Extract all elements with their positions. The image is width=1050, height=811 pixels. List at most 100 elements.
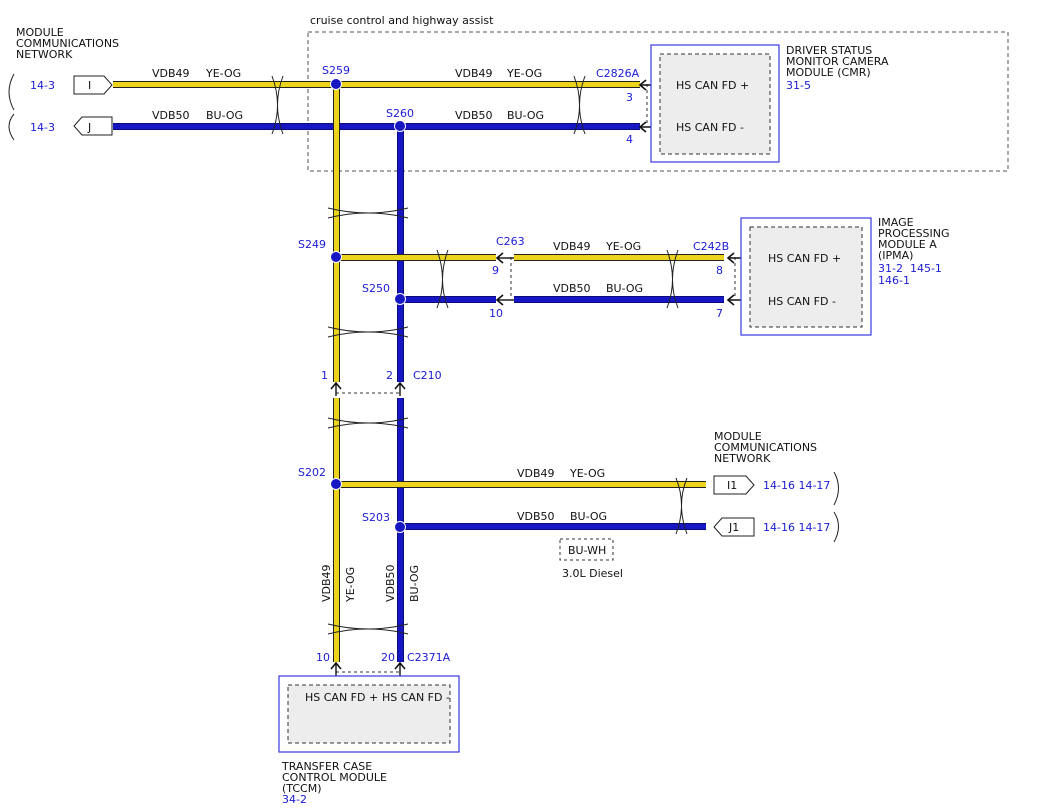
connector-flag-j1 — [713, 517, 755, 537]
pin-number: 2 — [386, 369, 393, 382]
mcn-left-ref-j: 14-3 — [30, 121, 55, 134]
wire-label-circuit: VDB50 — [152, 109, 190, 122]
connector-label-c2826a: C2826A — [596, 67, 640, 80]
cmr-name-1: DRIVER STATUS — [786, 44, 872, 57]
tccm-name-3: (TCCM) — [282, 782, 322, 795]
wire-label-circuit: VDB50 — [384, 564, 397, 602]
connector-flag-label: I — [88, 79, 91, 92]
twist-mark — [681, 477, 688, 535]
splice-s250 — [394, 293, 406, 305]
wire-label-circuit: VDB49 — [517, 467, 555, 480]
twist-mark — [327, 331, 409, 338]
wire-vdb49-lower — [336, 481, 706, 488]
wire-label-circuit: VDB49 — [455, 67, 493, 80]
bracket — [833, 471, 839, 506]
ipma-name-3: MODULE A — [878, 238, 937, 251]
connector-flag-j — [73, 116, 113, 136]
pin-number: 7 — [716, 307, 723, 320]
tccm-pin-minus: HS CAN FD - — [382, 691, 450, 704]
tccm-name-1: TRANSFER CASE — [281, 760, 372, 773]
pin-number: 9 — [492, 264, 499, 277]
mcn-left-ref-i: 14-3 — [30, 79, 55, 92]
wire-label-circuit: VDB50 — [553, 282, 591, 295]
region-box — [307, 31, 1009, 172]
arrow-ipma-8 — [726, 252, 735, 264]
wire-label-color: BU-OG — [507, 109, 544, 122]
arrow-c210-2 — [394, 381, 406, 390]
mcn-right-title-2: COMMUNICATIONS — [714, 441, 817, 454]
cmr-name-3: MODULE (CMR) — [786, 66, 871, 79]
wire-label-color: YE-OG — [569, 467, 605, 480]
region-label: cruise control and highway assist — [310, 14, 494, 27]
wire-vdb50-ipma — [400, 296, 724, 303]
bracket — [8, 113, 15, 141]
connector-label-c263: C263 — [496, 235, 525, 248]
cmr-pin-minus: HS CAN FD - — [676, 121, 744, 134]
mcn-right-title-3: NETWORK — [714, 452, 771, 465]
bracket — [833, 511, 839, 543]
mcn-right-ref-j1: 14-16 14-17 — [763, 521, 830, 534]
twist-mark — [327, 628, 409, 635]
tccm-pin-plus: HS CAN FD + — [305, 691, 378, 704]
wire-vdb50-top — [113, 123, 640, 130]
splice-s203 — [394, 521, 406, 533]
ipma-name-2: PROCESSING — [878, 227, 950, 240]
wire-label-circuit: VDB50 — [517, 510, 555, 523]
splice-label-s203: S203 — [362, 511, 390, 524]
ipma-pin-plus: HS CAN FD + — [768, 252, 841, 265]
connector-label-c2371a: C2371A — [407, 651, 451, 664]
wire-label-circuit: VDB49 — [553, 240, 591, 253]
mcn-left-title-1: MODULE — [16, 26, 64, 39]
twist-mark — [579, 75, 586, 135]
splice-dots — [330, 78, 406, 533]
arrow-cmr-3 — [638, 79, 647, 91]
twist-mark — [327, 422, 409, 429]
pin-number: 1 — [321, 369, 328, 382]
arrow-cmr-4 — [638, 121, 647, 133]
wire-label-color: BU-OG — [606, 282, 643, 295]
mcn-left-title-3: NETWORK — [16, 48, 73, 61]
pin-number: 8 — [716, 264, 723, 277]
splice-s259 — [330, 78, 342, 90]
arrow-c263-9 — [495, 252, 504, 264]
splice-label-s202: S202 — [298, 466, 326, 479]
wire-vdb49-trunk — [333, 84, 340, 662]
splice-label-s260: S260 — [386, 107, 414, 120]
ipma-name-1: IMAGE — [878, 216, 914, 229]
connector-label-c210: C210 — [413, 369, 442, 382]
splice-s260 — [394, 120, 406, 132]
connector-label-c242b: C242B — [693, 240, 729, 253]
ipma-pin-minus: HS CAN FD - — [768, 295, 836, 308]
pin-number: 3 — [626, 91, 633, 104]
cmr-name-2: MONITOR CAMERA — [786, 55, 889, 68]
twist-mark — [327, 212, 409, 219]
diesel-note-label: 3.0L Diesel — [562, 567, 623, 580]
pin-number: 4 — [626, 133, 633, 146]
wire-label-color: YE-OG — [506, 67, 542, 80]
wire-label-circuit: VDB49 — [152, 67, 190, 80]
connector-bodies — [336, 84, 736, 673]
mcn-right-ref-i1: 14-16 14-17 — [763, 479, 830, 492]
twist-mark — [442, 249, 449, 309]
wire-label-circuit: VDB50 — [455, 109, 493, 122]
wire-label-color: BU-OG — [408, 565, 421, 602]
wire-label-color: YE-OG — [205, 67, 241, 80]
splice-label-s249: S249 — [298, 238, 326, 251]
pin-number: 10 — [489, 307, 503, 320]
twist-symbols — [271, 75, 688, 635]
ipma-ref-2: 146-1 — [878, 274, 910, 287]
ipma-name-4: (IPMA) — [878, 249, 913, 262]
wire-label-color: BU-OG — [206, 109, 243, 122]
diesel-note-box — [559, 538, 614, 561]
connector-flag-label: J1 — [728, 521, 739, 534]
twist-mark — [277, 75, 284, 135]
cmr-pin-plus: HS CAN FD + — [676, 79, 749, 92]
arrow-c263-10 — [495, 294, 504, 306]
connector-flag-label: I1 — [727, 479, 737, 492]
wire-label-color: YE-OG — [605, 240, 641, 253]
module-tccm-inner — [287, 684, 451, 744]
ipma-ref-1: 31-2 145-1 — [878, 262, 942, 275]
wire-vdb50-lower — [400, 523, 706, 530]
splice-label-s259: S259 — [322, 64, 350, 77]
